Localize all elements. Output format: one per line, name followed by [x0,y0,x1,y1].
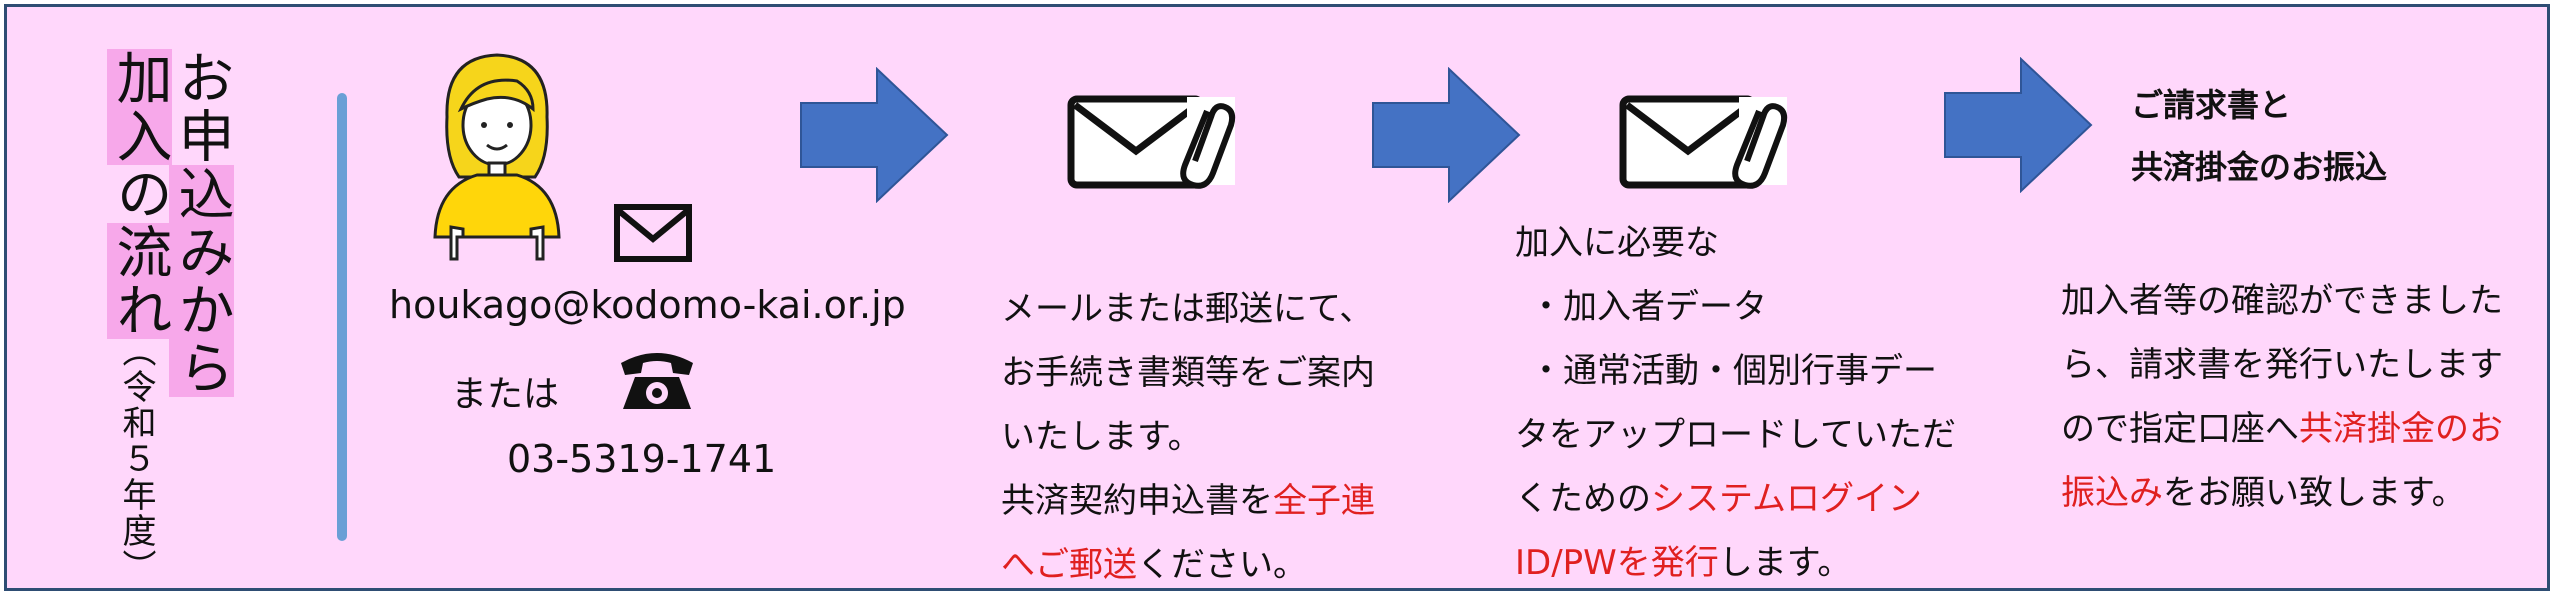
step2-line: ・通常活動・個別行事デー [1529,351,1937,391]
contact-or-label: または [451,374,560,415]
title-part-highlight: れ [107,281,172,339]
envelope-paperclip-icon [1619,95,1788,189]
envelope-icon [614,204,692,262]
step1-text-fragment: 共済契約申込書を [1001,481,1273,521]
step3-highlight: 振込み [2061,473,2163,513]
step2-text-fragment: くための [1515,479,1651,519]
step2-line: 加入に必要な [1515,223,1719,263]
envelope-paperclip-icon [1067,95,1236,189]
step2-line: ID/PWを発行します。 [1515,531,1956,595]
step3-text-fragment: ので指定口座へ [2061,409,2299,449]
step3-line: 振込みをお願い致します。 [2061,461,2503,525]
step2-highlight: ID/PWを発行 [1515,543,1719,583]
contact-email[interactable]: houkago@kodomo-kai.or.jp [389,283,906,327]
title-column-1: お申込みから [169,49,234,397]
step3-text-fragment: をお願い致します。 [2163,473,2466,513]
arrow-right-icon [1372,67,1521,203]
step3-heading-2: 共済掛金のお振込 [2131,148,2388,186]
step2-line: タをアップロードしていただ [1515,415,1956,455]
application-flow-panel: お申込みから 加入の流れ （令和５年度） houkago@kodomo-kai.… [4,4,2550,591]
step1-line: 共済契約申込書を全子連 [1001,469,1375,533]
step3-heading-1: ご請求書と [2131,86,2292,124]
contact-phone[interactable]: 03-5319-1741 [507,437,777,481]
step1-highlight: へご郵送 [1001,545,1137,585]
step1-text-fragment: ください。 [1137,545,1307,585]
step1-line: お手続き書類等をご案内 [1001,353,1375,393]
step2-text-fragment: します。 [1718,543,1852,583]
step2-line: くためのシステムログイン [1515,467,1956,531]
step2-highlight: システムログイン [1651,479,1922,519]
step3-text: 加入者等の確認ができました ら、請求書を発行いたします ので指定口座へ共済掛金の… [2061,269,2503,525]
fiscal-year-label: （令和５年度） [116,333,156,585]
title-part-highlight: 込 [169,165,234,223]
step1-line: いたします。 [1001,417,1202,457]
section-divider [337,93,347,541]
step2-text: 加入に必要な ・加入者データ ・通常活動・個別行事デー タをアップロードしていた… [1515,211,1956,595]
title-part: の [107,165,172,223]
step3-line: 加入者等の確認ができました [2061,281,2503,321]
step3-line: ら、請求書を発行いたします [2061,345,2503,385]
title-column-2: 加入の流れ [107,49,172,339]
title-part-highlight: 流 [107,223,172,281]
title-part: お申 [169,49,234,165]
arrow-right-icon [800,67,949,203]
arrow-right-icon [1944,57,2093,193]
step1-text: メールまたは郵送にて、 お手続き書類等をご案内 いたします。 共済契約申込書を全… [1001,277,1375,597]
step3-line: ので指定口座へ共済掛金のお [2061,397,2503,461]
person-pointing-icon [433,53,561,261]
step1-line: へご郵送ください。 [1001,533,1375,597]
step2-line: ・加入者データ [1529,287,1767,327]
title-part-highlight: 加入 [107,49,172,165]
step1-highlight: 全子連 [1273,481,1375,521]
title-part-highlight: みから [169,223,234,397]
step3-highlight: 共済掛金のお [2299,409,2503,449]
telephone-icon [621,353,693,409]
step1-line: メールまたは郵送にて、 [1001,289,1374,329]
